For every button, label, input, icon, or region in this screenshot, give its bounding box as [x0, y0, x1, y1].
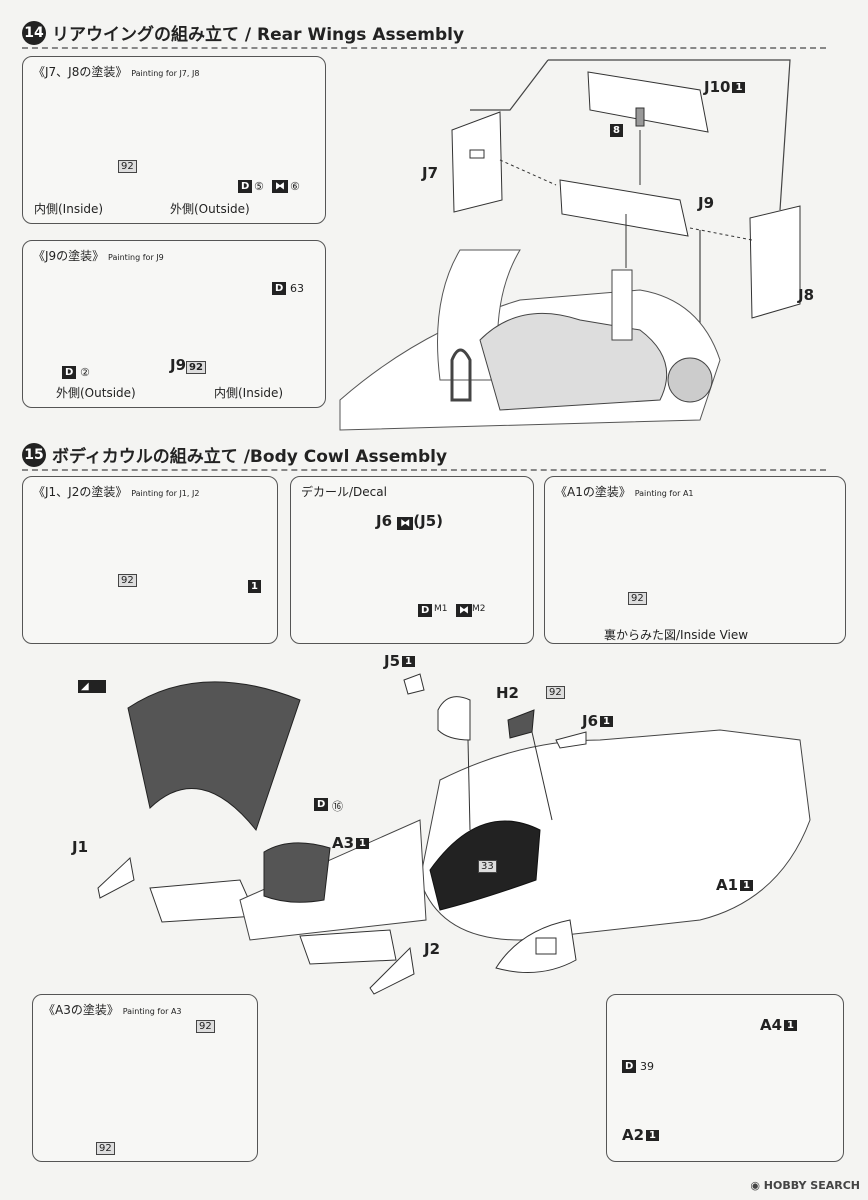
j7-j8-box-title-en: Painting for J7, J8 — [131, 69, 200, 78]
j1-part-label: J1 — [72, 838, 89, 856]
j7-color-tag: 92 — [118, 160, 137, 173]
j9-outside-label: 外側(Outside) — [56, 386, 136, 400]
j9-wing — [559, 179, 689, 237]
j9-box-title-en: Painting for J9 — [108, 253, 164, 262]
a3-box-title-en: Painting for A3 — [122, 1007, 182, 1016]
decal-x-number: M2 — [472, 604, 486, 614]
a3-color-tag-1: 92 — [196, 1020, 215, 1033]
step-14-title: リアウイングの組み立て / Rear Wings Assembly — [52, 25, 465, 45]
a3-color-tag-2: 92 — [96, 1142, 115, 1155]
j9-part-label: J9 — [698, 194, 715, 212]
a3-painted-area — [127, 681, 301, 832]
step-15-title: ボディカウルの組み立て /Body Cowl Assembly — [52, 447, 448, 467]
h2-color-tag: 92 — [546, 686, 565, 699]
j8-decal-d-tag: D — [238, 180, 253, 193]
j2-black-tag: 1 — [248, 580, 261, 593]
j8-decal-d-number: ⑤ — [254, 180, 264, 193]
decal-box: デカール/Decal — [290, 476, 534, 644]
a3-decal-d-tag: D — [314, 798, 329, 811]
a1-box-title: 《A1の塗装》 — [555, 485, 631, 499]
decal-d-number: M1 — [434, 604, 448, 614]
j8-wing-plate — [749, 205, 801, 319]
j8-outside-label: 外側(Outside) — [170, 202, 250, 216]
j10-wing — [587, 71, 709, 133]
step-14-number: 14 — [22, 20, 46, 45]
a3-decal-number: ⑯ — [332, 800, 343, 813]
a4-decal-number: 39 — [640, 1060, 654, 1073]
decal-x-tag: ⧓ — [456, 604, 472, 617]
step-15-rule — [22, 469, 826, 471]
j1-j2-painting-box: 《J1、J2の塗装》 Painting for J1, J2 — [22, 476, 278, 644]
j9-inside-decal-d-tag: D — [272, 282, 287, 295]
step-15-number: 15 — [22, 442, 46, 467]
a3-painting-box: 《A3の塗装》 Painting for A3 — [32, 994, 258, 1162]
j9-painting-color-tag: 92 — [186, 361, 206, 374]
decal-box-title: デカール/Decal — [301, 485, 387, 499]
a4-decal-d-tag: D — [622, 1060, 637, 1073]
j1-color-tag: 92 — [118, 574, 137, 587]
decal-j6-label: J6 ⧓(J5) — [376, 512, 443, 530]
j9-outside-decal-number: ② — [80, 366, 90, 379]
step-14-rule — [22, 47, 826, 49]
decal-d-tag: D — [418, 604, 433, 617]
cowl-color-33-tag: 33 — [478, 860, 497, 873]
j9-outside-decal-d-tag: D — [62, 366, 77, 379]
a3-box-title: 《A3の塗装》 — [43, 1003, 119, 1017]
h2-part-label: H2 — [496, 684, 519, 702]
j9-box-title: 《J9の塗装》 — [33, 249, 105, 263]
j7-wing-plate — [451, 111, 503, 213]
watermark-text: HOBBY SEARCH — [763, 1179, 860, 1192]
j2-part-label: J2 — [424, 940, 441, 958]
j9-painting-box: 《J9の塗装》 Painting for J9 — [22, 240, 326, 408]
a1-painting-box: 《A1の塗装》 Painting for A1 — [544, 476, 846, 644]
step-15-header: 15 ボディカウルの組み立て /Body Cowl Assembly — [22, 442, 447, 467]
j1-j2-box-title-en: Painting for J1, J2 — [131, 489, 200, 498]
step-14-header: 14 リアウイングの組み立て / Rear Wings Assembly — [22, 20, 464, 45]
j10-eight-tag: 8 — [610, 124, 623, 137]
j7-inside-label: 内側(Inside) — [34, 202, 104, 216]
j7-j8-box-title: 《J7、J8の塗装》 — [33, 65, 128, 79]
j1-j2-box-title: 《J1、J2の塗装》 — [33, 485, 128, 499]
hobby-search-logo-icon: ◉ — [750, 1179, 760, 1192]
a4-a2-box — [606, 994, 844, 1162]
j7-part-label: J7 — [422, 164, 439, 182]
j9-inside-decal-number: 63 — [290, 282, 304, 295]
j8-part-label: J8 — [798, 286, 815, 304]
carbon-decal-icon: ◢ — [78, 680, 106, 693]
j8-decal-x-tag: ⧓ — [272, 180, 288, 193]
a1-box-title-en: Painting for A1 — [634, 489, 694, 498]
j8-decal-x-number: ⑥ — [290, 180, 300, 193]
j9-inside-label: 内側(Inside) — [214, 386, 284, 400]
a1-color-tag: 92 — [628, 592, 647, 605]
j7-j8-painting-box: 《J7、J8の塗装》 Painting for J7, J8 — [22, 56, 326, 224]
hobby-search-watermark: ◉ HOBBY SEARCH — [750, 1179, 860, 1192]
a1-inside-view-caption: 裏からみた図/Inside View — [604, 628, 749, 642]
